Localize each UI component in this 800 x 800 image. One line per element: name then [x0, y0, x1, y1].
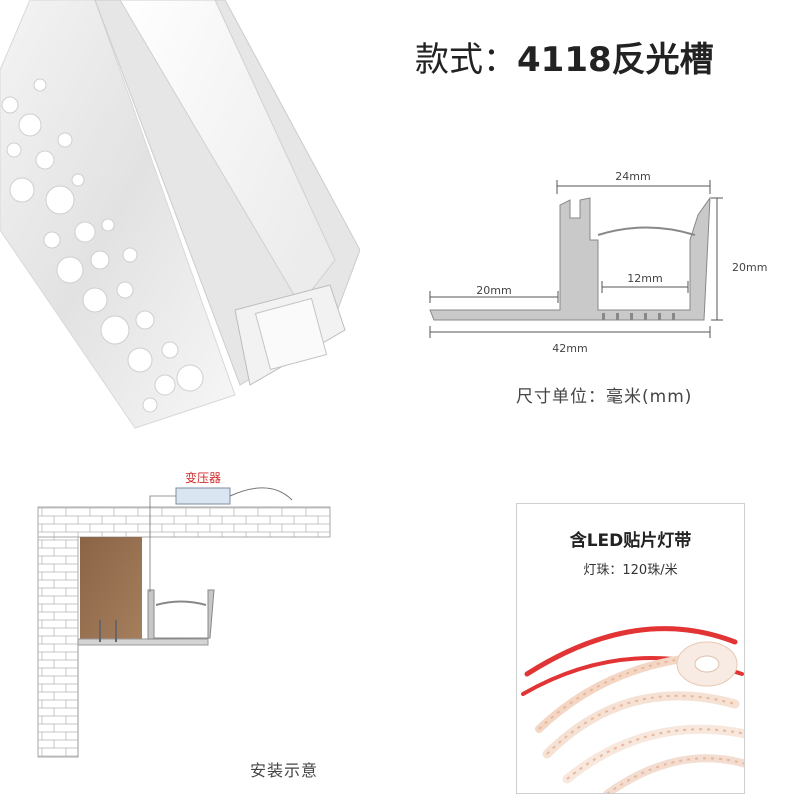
dim-top-width: 24mm [615, 170, 650, 183]
dim-flange-width: 20mm [476, 284, 511, 297]
dim-total-width: 42mm [552, 342, 587, 355]
install-caption: 安装示意 [250, 761, 319, 780]
transformer-label: 变压器 [185, 470, 221, 485]
product-title: 款式：4118反光槽 [415, 32, 714, 81]
dim-inner-width: 12mm [627, 272, 662, 285]
led-strip-card: 含LED贴片灯带 灯珠：120珠/米 [516, 503, 745, 794]
led-card-title: 含LED贴片灯带 [569, 531, 692, 551]
dim-height: 20mm [732, 261, 767, 274]
perforated-flange [0, 0, 236, 429]
led-card-subtitle: 灯珠：120珠/米 [583, 563, 678, 578]
wood-panel [80, 537, 142, 639]
brick-wall [37, 536, 79, 758]
install-diagram: 变压器 [37, 470, 331, 758]
transformer-box [175, 487, 231, 505]
product-photo [0, 0, 360, 429]
flange-holes [1, 78, 204, 413]
dimension-drawing: 24mm 20mm 12mm 20mm 42mm [429, 170, 767, 355]
diffuser-cover [119, 0, 336, 306]
profile-section [429, 196, 711, 321]
unit-note: 尺寸单位：毫米(mm) [516, 387, 693, 407]
title-model: 4118反光槽 [517, 40, 714, 80]
led-strip-photo [521, 626, 744, 793]
title-label: 款式： [415, 40, 517, 80]
brick-ceiling [37, 506, 331, 538]
